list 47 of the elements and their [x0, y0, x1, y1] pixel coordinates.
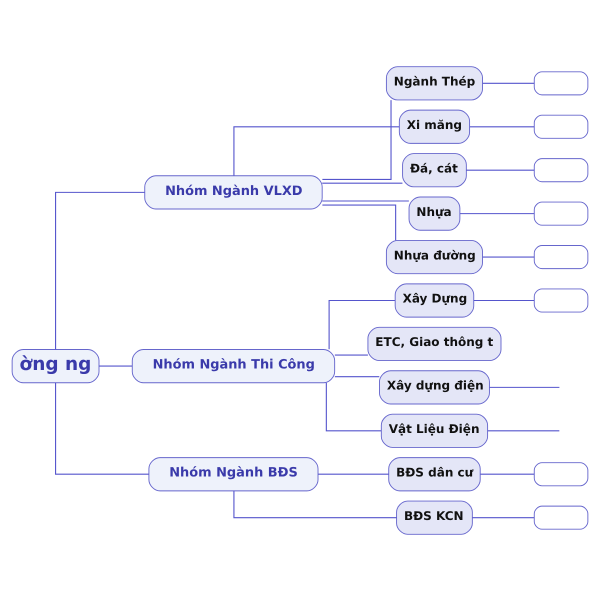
node-box: Xi măng [398, 109, 470, 144]
connector [99, 365, 132, 366]
node-box: Vật Liệu Điện [380, 413, 488, 448]
connector [55, 191, 145, 349]
node-box: Nhóm Ngành BĐS [148, 456, 318, 491]
node-box [534, 462, 588, 486]
node-box [534, 244, 588, 269]
connector [334, 354, 368, 356]
node-box: BĐS dân cư [388, 456, 481, 491]
node-box: BĐS KCN [396, 500, 473, 534]
node-box: Nhựa [408, 196, 460, 230]
connector [326, 382, 382, 431]
node-box: ờng ng [12, 348, 100, 383]
node-box [534, 158, 588, 182]
connector [233, 490, 396, 518]
node-box [534, 201, 588, 226]
connector [322, 200, 409, 202]
node-box: ETC, Giao thông t [367, 326, 502, 361]
connector [55, 382, 149, 474]
connector [318, 473, 389, 474]
connector [482, 256, 534, 258]
node-box: Nhóm Ngành Thi Công [132, 348, 336, 383]
connector [460, 212, 534, 214]
connector [482, 82, 534, 84]
connector [233, 126, 400, 175]
node-box [534, 114, 588, 138]
connector [472, 516, 534, 518]
connector [490, 386, 560, 388]
connector [474, 299, 534, 301]
node-box [534, 288, 588, 312]
node-box: Nhóm Ngành VLXD [144, 174, 323, 209]
connector [322, 204, 396, 240]
node-box: Đá, cát [402, 152, 467, 187]
connector [488, 430, 560, 431]
connector [322, 100, 392, 180]
node-box: Xây dựng điện [379, 370, 490, 404]
connector [322, 182, 402, 184]
connector [480, 473, 534, 474]
node-box [534, 505, 588, 530]
node-box [534, 70, 588, 95]
node-box: Nhựa đường [386, 239, 483, 274]
connector [328, 299, 395, 349]
connector [470, 126, 534, 127]
node-box: Xây Dựng [394, 282, 474, 318]
node-box: Ngành Thép [386, 66, 483, 100]
connector [334, 376, 380, 377]
connector [466, 169, 534, 170]
